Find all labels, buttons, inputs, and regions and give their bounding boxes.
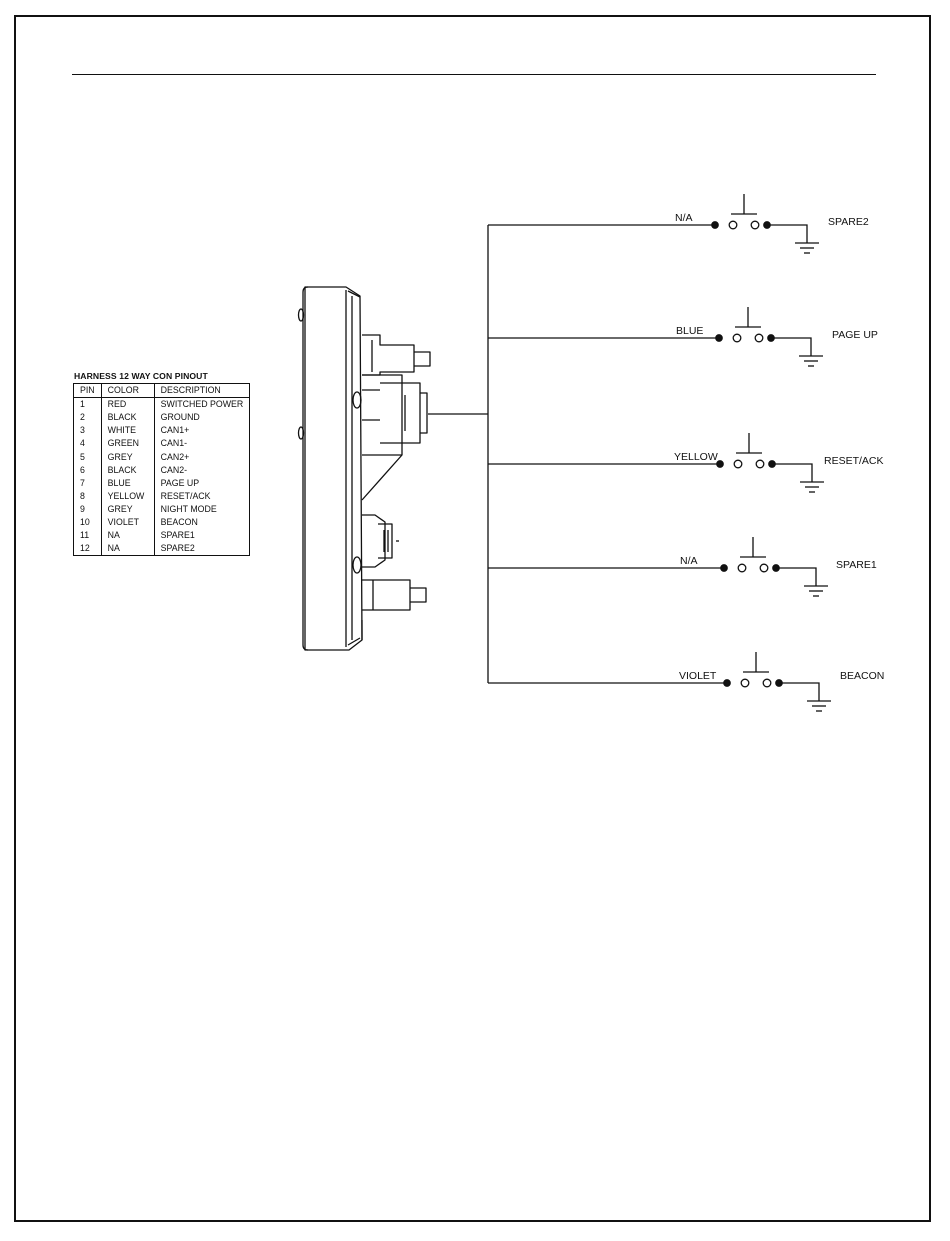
pushbutton-switch — [488, 652, 831, 711]
switch-function-label: PAGE UP — [832, 329, 878, 341]
terminal-dot — [716, 335, 722, 341]
wire-color-label: VIOLET — [679, 670, 717, 682]
contact-open — [741, 679, 749, 687]
ground-lead — [779, 683, 819, 701]
terminal-dot — [721, 565, 727, 571]
wire-color-label: N/A — [680, 555, 698, 567]
contact-open — [729, 221, 737, 229]
switch-function-label: BEACON — [840, 670, 884, 682]
wire-color-label: YELLOW — [674, 451, 718, 463]
ground-lead — [767, 225, 807, 243]
harness-wiring — [428, 225, 488, 683]
pushbutton-switch — [488, 433, 824, 492]
wire-color-label: BLUE — [676, 325, 703, 337]
contact-open — [755, 334, 763, 342]
contact-open — [733, 334, 741, 342]
ground-lead — [771, 338, 811, 356]
switch-function-label: RESET/ACK — [824, 455, 884, 467]
ground-lead — [772, 464, 812, 482]
pushbutton-switch — [488, 307, 823, 366]
pushbutton-switch — [488, 537, 828, 596]
switch-function-label: SPARE2 — [828, 216, 869, 228]
contact-open — [763, 679, 771, 687]
switch-function-label: SPARE1 — [836, 559, 877, 571]
contact-open — [734, 460, 742, 468]
ground-lead — [776, 568, 816, 586]
contact-open — [756, 460, 764, 468]
terminal-dot — [724, 680, 730, 686]
wire-color-label: N/A — [675, 212, 693, 224]
contact-open — [751, 221, 759, 229]
pushbutton-switch — [488, 194, 819, 253]
contact-open — [738, 564, 746, 572]
contact-open — [760, 564, 768, 572]
display-unit — [299, 287, 431, 650]
terminal-dot — [712, 222, 718, 228]
